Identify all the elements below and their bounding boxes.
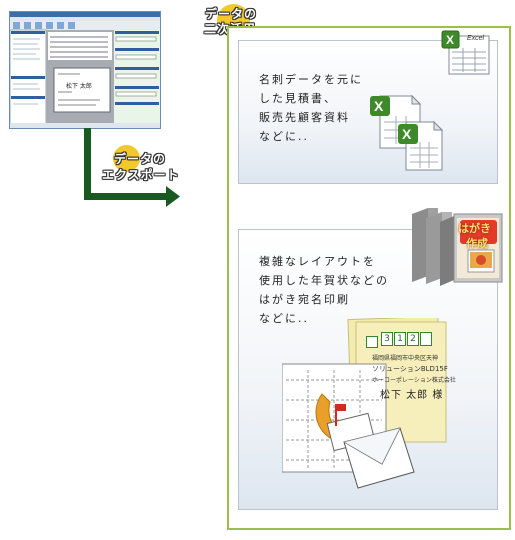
book-title-line2: 作成	[466, 237, 488, 250]
postcard-software-box-illustration	[408, 204, 508, 286]
postal-digit-3: 2	[407, 332, 419, 346]
postal-digit-box-4	[420, 332, 432, 346]
export-label-line2: エクスポート	[102, 168, 180, 182]
header-line1: データの	[205, 7, 258, 21]
panel2-line1: 複雑なレイアウトを	[259, 255, 376, 268]
export-label-line1: データの	[114, 152, 167, 166]
excel-file-icon: X	[440, 30, 492, 76]
panel2-line4: などに..	[259, 312, 309, 325]
panel1-line1: 名刺データを元に	[259, 73, 363, 86]
svg-text:X: X	[402, 126, 412, 142]
postal-digit-2: 1	[394, 332, 406, 346]
panel1-line4: などに..	[259, 130, 309, 143]
postcard-address-line1: 福岡県福岡市中央区天神	[372, 355, 439, 362]
export-label-highlight	[113, 145, 140, 172]
svg-text:X: X	[446, 33, 454, 47]
svg-text:松下 太郎: 松下 太郎	[66, 82, 92, 90]
export-arrow	[80, 128, 185, 218]
book-title-line1: はがき	[458, 222, 491, 235]
postal-stamp-box	[366, 336, 378, 348]
app-screenshot-thumbnail: 松下 太郎	[9, 11, 161, 129]
panel2-line2: 使用した年賀状などの	[259, 274, 389, 287]
postcard-address-line3: ホーコーポレーション株式会社	[372, 377, 456, 384]
postal-digit-1: 3	[381, 332, 393, 346]
panel1-line3: 販売先顧客資料	[259, 111, 350, 124]
panel2-line3: はがき宛名印刷	[259, 293, 350, 306]
excel-badge-text: Excel	[467, 35, 485, 42]
svg-text:X: X	[374, 98, 384, 114]
postcard-recipient-name: 松下 太郎 様	[380, 390, 444, 401]
excel-documents-illustration: X X	[368, 92, 444, 172]
postcard-address-line2: ソリューションBLD15F	[372, 365, 448, 373]
panel1-line2: した見積書、	[259, 92, 337, 105]
